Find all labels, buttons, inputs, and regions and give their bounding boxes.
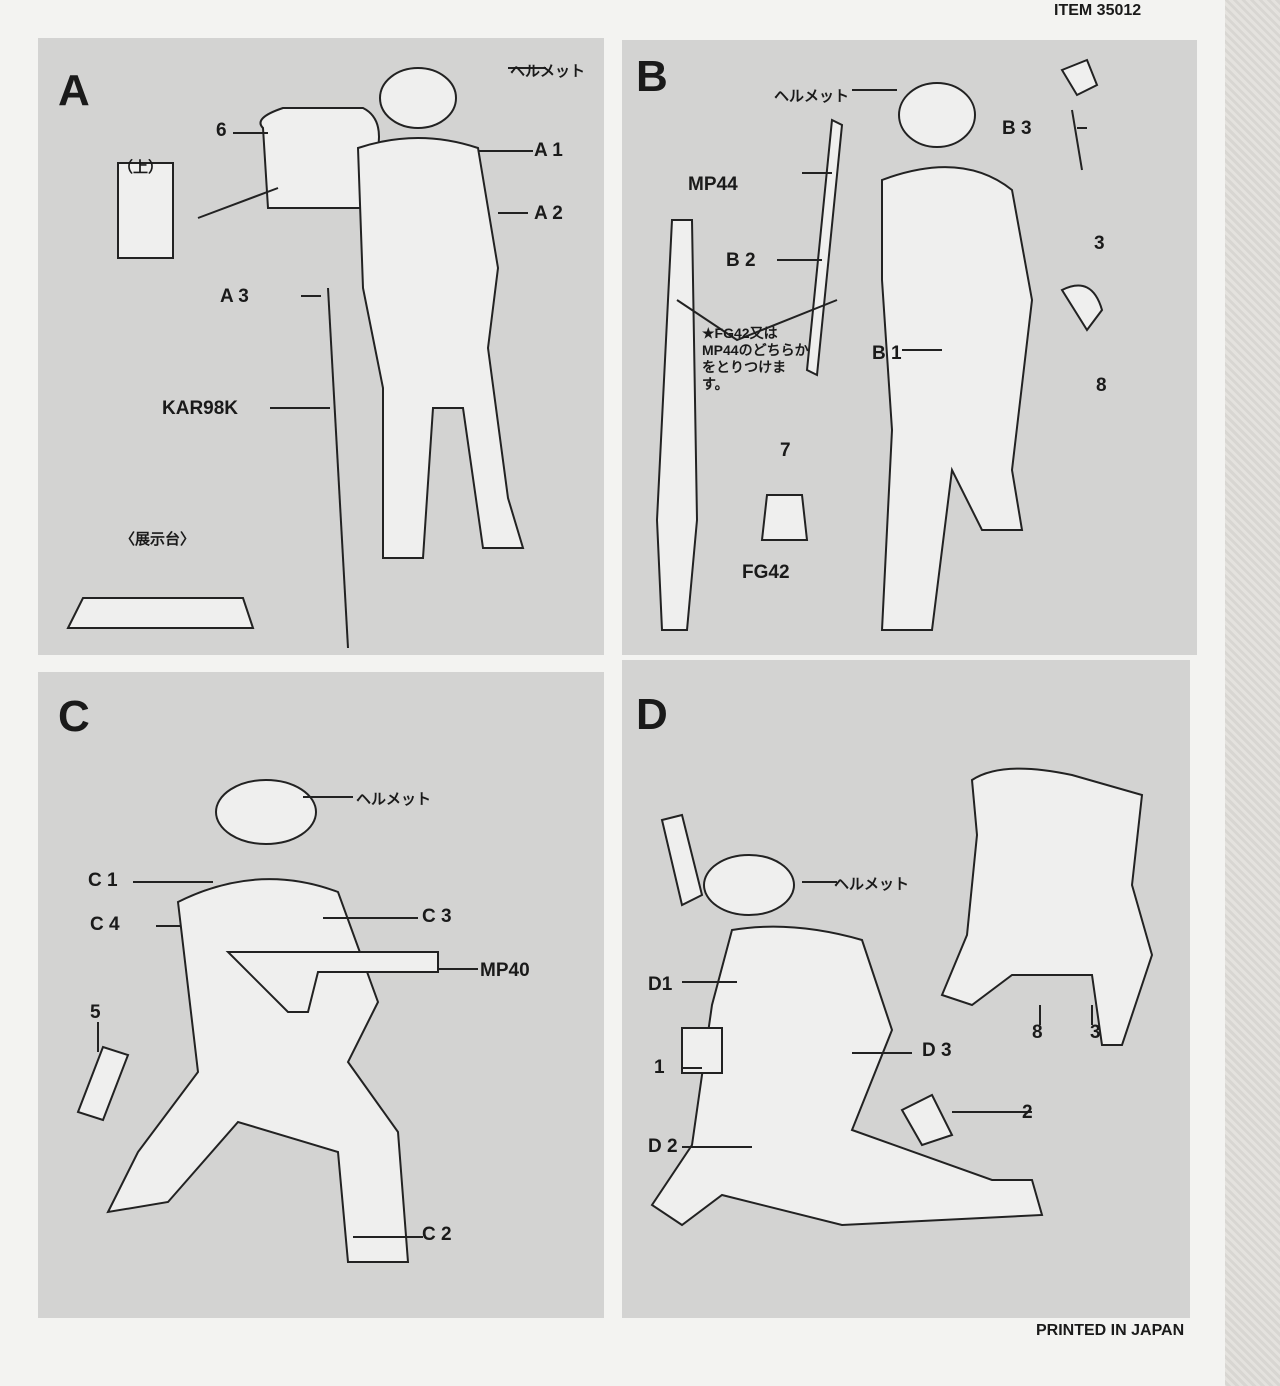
fg42-mp44-note: ★FG42又はMP44のどちらかをとりつけます。 — [702, 325, 809, 392]
label-c4: C 4 — [90, 914, 120, 935]
label-mp44: MP44 — [688, 174, 738, 195]
label-helmet: ヘルメット — [510, 63, 586, 80]
panel-b: B ヘルメット B 3 MP44 B 2 ★FG42又はMP44のどちらかをとり… — [622, 40, 1197, 655]
label-helmet: ヘルメット — [774, 88, 850, 105]
label-part-2: 2 — [1022, 1102, 1033, 1123]
label-display-stand: 〈展示台〉 — [120, 531, 196, 548]
label-d1: D1 — [648, 974, 673, 995]
label-part-5: 5 — [90, 1002, 101, 1023]
figure-a-illustration — [66, 67, 546, 649]
label-kar98k: KAR98K — [162, 398, 239, 419]
panel-c: C ヘルメット C 1 C 4 C 3 MP40 5 C 2 — [38, 672, 604, 1318]
panel-a-letter: A — [58, 66, 90, 115]
panel-c-letter: C — [58, 692, 90, 741]
label-part-1: 1 — [654, 1057, 665, 1078]
label-part-6: 6 — [216, 120, 227, 141]
label-helmet: ヘルメット — [834, 876, 910, 893]
label-top-view: （上） — [118, 159, 164, 176]
label-c2: C 2 — [422, 1224, 452, 1245]
panel-b-letter: B — [636, 52, 668, 101]
label-b1: B 1 — [872, 343, 902, 364]
panel-d-letter: D — [636, 690, 668, 739]
label-c1: C 1 — [88, 870, 118, 891]
label-d2: D 2 — [648, 1136, 678, 1157]
figure-b-illustration — [655, 58, 1104, 631]
figure-c-illustration — [76, 779, 478, 1263]
label-a3: A 3 — [220, 286, 249, 307]
panel-a: A ヘルメット 6 （上） A 1 A 2 A 3 KAR98K 〈展示台〉 — [38, 38, 604, 655]
label-a2: A 2 — [534, 203, 563, 224]
printed-in-japan: PRINTED IN JAPAN — [1036, 1322, 1185, 1339]
label-helmet: ヘルメット — [356, 791, 432, 808]
label-c3: C 3 — [422, 906, 452, 927]
instruction-sheet: ITEM 35012 A ヘルメット 6 （上） A 1 A 2 A 3 KAR… — [38, 2, 1197, 1339]
label-d3: D 3 — [922, 1040, 952, 1061]
label-part-3: 3 — [1094, 233, 1105, 254]
figure-d-illustration — [650, 767, 1154, 1227]
label-part-3: 3 — [1090, 1022, 1101, 1043]
label-part-8: 8 — [1032, 1022, 1043, 1043]
label-mp40: MP40 — [480, 960, 530, 981]
label-part-8: 8 — [1096, 375, 1107, 396]
item-number: ITEM 35012 — [1054, 2, 1142, 19]
label-b3: B 3 — [1002, 118, 1032, 139]
panel-d: D ヘルメット D1 1 D 3 2 D 2 8 3 — [622, 660, 1190, 1318]
label-part-7: 7 — [780, 440, 791, 461]
label-a1: A 1 — [534, 140, 563, 161]
label-fg42: FG42 — [742, 562, 790, 583]
label-b2: B 2 — [726, 250, 756, 271]
